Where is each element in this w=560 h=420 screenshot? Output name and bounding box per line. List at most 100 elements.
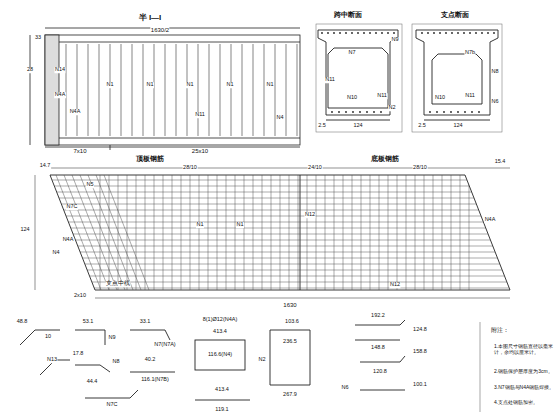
mesh-line [280,175,281,290]
bar-dot [321,32,323,34]
bar-dot [478,111,480,113]
mesh-line [40,240,515,241]
dimension-label: 10 [44,334,51,340]
skew-line [40,175,85,290]
dimension-label: 100.1 [413,382,428,388]
mesh-line [307,175,308,290]
dimension-label: N11 [325,77,336,83]
dimension-label: 1630/2 [150,27,169,33]
dimension-label: N11 [377,93,388,99]
bar-dot [345,111,347,113]
plan-view [35,168,510,298]
mesh-line [334,175,335,290]
dimension-label: 116.6(N4) [207,352,232,358]
stirrup-line [77,44,78,136]
mesh-line [406,175,407,290]
bar-dot [375,32,377,34]
bar-dot [433,32,435,34]
mesh-line [370,175,371,290]
mesh-line [136,175,137,290]
mesh-line [40,186,515,187]
mesh-line [40,204,515,205]
mesh-line [145,175,146,290]
mesh-line [325,175,326,290]
dimension-label: 附注： [491,327,510,333]
mesh [40,175,515,290]
mesh-line [469,175,470,290]
dimension-label: 103.6 [285,319,300,325]
dimension-label: 28/10 [413,165,428,171]
bar-shapes [20,320,480,412]
bar-dot [369,32,371,34]
stirrup-line [242,44,243,136]
skew-line [72,175,117,290]
mesh-line [190,175,191,290]
dimension-label: 2x10 [74,293,87,299]
stirrup-line [231,44,232,136]
bar-dot [363,32,365,34]
skew-line [80,175,125,290]
dimension-label: 148.8 [371,345,386,351]
stirrup-line [154,44,155,136]
dimension-label: N1 [196,222,204,228]
stirrup-line [286,44,287,136]
bar-dot [436,111,438,113]
dimension-label: 24/10 [308,165,323,171]
stirrup-line [220,44,221,136]
dimension-label: 33.1 [139,319,151,325]
stirrups [66,44,297,136]
view-title: 半 I—I [138,14,162,22]
section-views [316,24,502,132]
mesh-line [181,175,182,290]
mesh-line [343,175,344,290]
dimension-label: N5 [86,182,94,188]
note-line: 3.N7钢筋与N4A钢筋焊接。 [494,385,557,391]
mesh-line [433,175,434,290]
dimension-label: 124 [353,123,363,129]
dimension-label: 413.4 [213,329,228,335]
dimension-label: 48.8 [16,319,28,325]
bar-dot [427,32,429,34]
bar-dot [359,111,361,113]
dimension-label: N10 [346,95,357,101]
mesh-line [262,175,263,290]
bar-dot [381,32,383,34]
stirrup-line [253,44,254,136]
stirrup-line [209,44,210,136]
bar-dot [380,111,382,113]
dimension-label: 116.1(N7B) [141,377,170,383]
stirrup-line [132,44,133,136]
dimension-label: 33 [34,35,41,41]
dimension-label: 17.8 [72,351,84,357]
mesh-line [40,270,515,271]
mesh-line [244,175,245,290]
dimension-label: N12 [304,212,315,218]
bar-dot [439,32,441,34]
stirrup-line [176,44,177,136]
mesh-line [40,192,515,193]
mesh-line [415,175,416,290]
bar-dot [352,111,354,113]
dimension-label: N7C [106,402,118,408]
stirrup-line [121,44,122,136]
dimension-label: N14 [54,67,65,73]
stirrup-line [110,44,111,136]
mesh-line [40,228,515,229]
mesh-line [316,175,317,290]
dimension-label: 44.4 [86,379,98,385]
dimension-label: 120.8 [373,369,388,375]
mesh-line [40,288,515,289]
dimension-label: 119.1 [215,407,229,413]
dimension-label: 28 [26,67,33,73]
mesh-line [40,216,515,217]
stirrup-line [88,44,89,136]
dimension-label: N1 [236,222,244,228]
stirrup-line [187,44,188,136]
dimension-label: N1 [146,82,154,88]
view-title: 底板钢筋 [371,155,400,162]
bar-dot [464,111,466,113]
dimension-label: 124.8 [413,327,428,333]
dimension-label: N1 [226,82,234,88]
bar-dot [429,111,431,113]
